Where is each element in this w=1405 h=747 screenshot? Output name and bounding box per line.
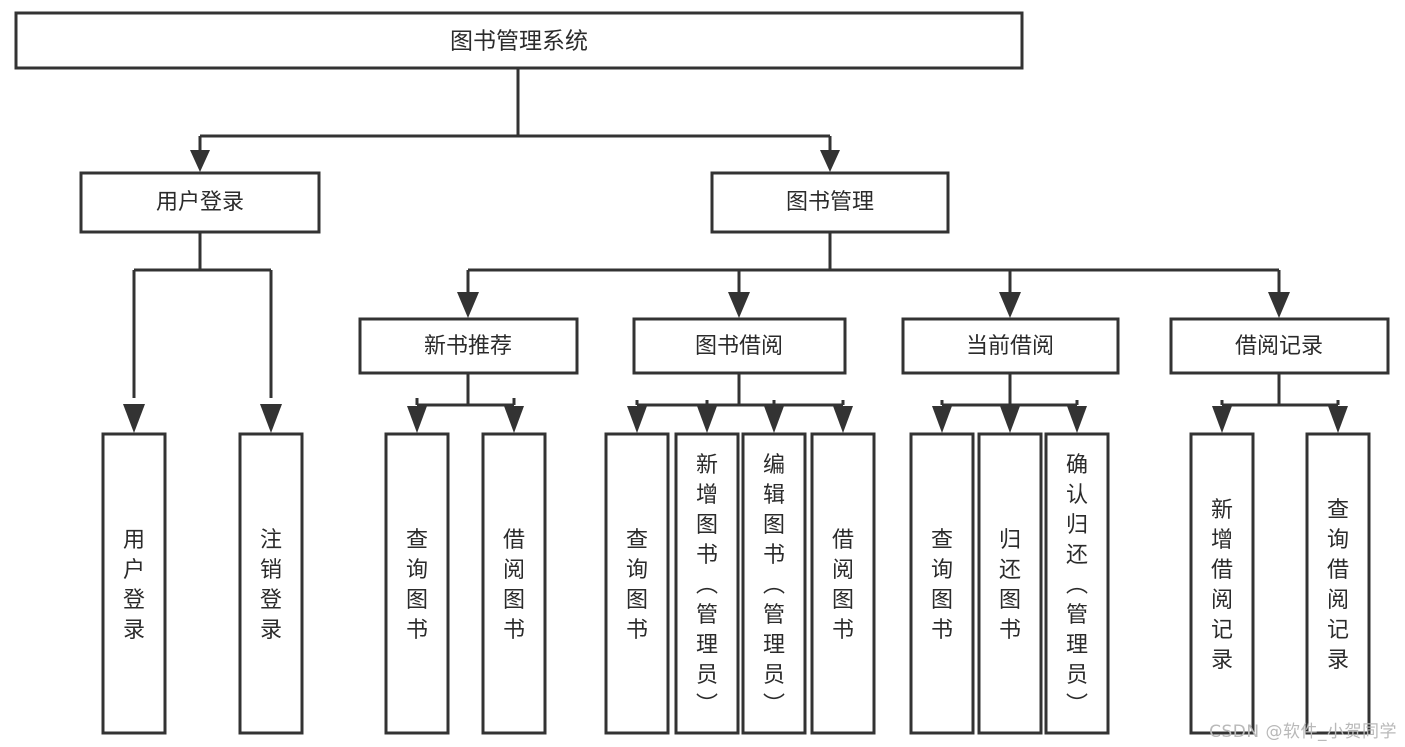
leaf-query-book-3-label: 查询图书 bbox=[931, 528, 953, 643]
leaf-add-record[interactable]: 新增借阅记录 bbox=[1189, 432, 1255, 735]
leaf-borrow-book-2[interactable]: 借阅图书 bbox=[810, 432, 876, 735]
arrow-to-leaf-user-login bbox=[123, 404, 145, 433]
node-book-manage-label: 图书管理 bbox=[786, 190, 874, 215]
node-user-login[interactable]: 用户登录 bbox=[79, 171, 321, 234]
leaf-query-book-2[interactable]: 查询图书 bbox=[604, 432, 670, 735]
leaf-logout-login-label: 注销登录 bbox=[260, 528, 282, 643]
leaf-return-book-label: 归还图书 bbox=[999, 528, 1021, 643]
leaf-query-book-2-label: 查询图书 bbox=[626, 528, 648, 643]
connector-user-login-bus bbox=[132, 232, 273, 398]
leaf-add-book[interactable]: 新增图书︵管理员︶ bbox=[674, 432, 740, 735]
connector-current-borrow-bus bbox=[940, 373, 1079, 407]
arrow-to-leaf-logout-login bbox=[260, 404, 282, 433]
connector-borrow-record-bus bbox=[1220, 373, 1340, 407]
connector-book-borrow-bus bbox=[635, 373, 845, 407]
arrow-to-borrow-record bbox=[1268, 292, 1290, 318]
connector-root-to-bus bbox=[198, 68, 832, 158]
arrow-to-leaf-query-book-2 bbox=[627, 406, 647, 433]
leaf-user-login-label: 用户登录 bbox=[123, 528, 145, 643]
leaf-borrow-book-2-label: 借阅图书 bbox=[832, 528, 854, 643]
arrow-to-leaf-borrow-book-2 bbox=[833, 406, 853, 433]
connector-book-manage-bus bbox=[466, 232, 1281, 296]
arrow-to-book-borrow bbox=[728, 292, 750, 318]
node-book-borrow-label: 图书借阅 bbox=[695, 334, 783, 359]
leaf-query-record-label: 查询借阅记录 bbox=[1327, 498, 1349, 673]
leaf-edit-book[interactable]: 编辑图书︵管理员︶ bbox=[741, 432, 807, 735]
node-borrow-record-label: 借阅记录 bbox=[1235, 334, 1323, 359]
arrow-to-book-manage bbox=[820, 150, 840, 172]
arrow-to-leaf-edit-book bbox=[764, 406, 784, 433]
leaf-confirm-return-label: 确认归还︵管理员︶ bbox=[1066, 453, 1088, 718]
leaf-query-book-1[interactable]: 查询图书 bbox=[384, 432, 450, 735]
connector-layer bbox=[123, 68, 1348, 433]
csdn-watermark: CSDN @软件_小贺同学 bbox=[1209, 722, 1397, 742]
node-new-book-recommend-label: 新书推荐 bbox=[424, 334, 512, 359]
arrow-to-leaf-borrow-book-1 bbox=[504, 406, 524, 433]
node-borrow-record[interactable]: 借阅记录 bbox=[1169, 317, 1390, 375]
arrow-to-user-login bbox=[190, 150, 210, 172]
arrow-to-leaf-add-record bbox=[1212, 406, 1232, 433]
leaf-add-record-label: 新增借阅记录 bbox=[1211, 498, 1233, 673]
node-new-book-recommend[interactable]: 新书推荐 bbox=[358, 317, 579, 375]
node-root[interactable]: 图书管理系统 bbox=[14, 11, 1024, 70]
arrow-to-new-book-recommend bbox=[457, 292, 479, 318]
arrow-to-leaf-query-book-1 bbox=[407, 406, 427, 433]
connector-new-book-recommend-bus bbox=[415, 373, 516, 407]
leaf-user-login[interactable]: 用户登录 bbox=[101, 432, 167, 735]
leaf-borrow-book-1-label: 借阅图书 bbox=[503, 528, 525, 643]
leaf-query-book-3[interactable]: 查询图书 bbox=[909, 432, 975, 735]
leaf-confirm-return[interactable]: 确认归还︵管理员︶ bbox=[1044, 432, 1110, 735]
leaf-query-record[interactable]: 查询借阅记录 bbox=[1305, 432, 1371, 735]
leaf-add-book-label: 新增图书︵管理员︶ bbox=[696, 453, 718, 718]
node-current-borrow[interactable]: 当前借阅 bbox=[901, 317, 1120, 375]
leaf-return-book[interactable]: 归还图书 bbox=[977, 432, 1043, 735]
arrow-to-current-borrow bbox=[999, 292, 1021, 318]
arrow-to-leaf-query-book-3 bbox=[932, 406, 952, 433]
arrow-to-leaf-add-book bbox=[697, 406, 717, 433]
node-root-label: 图书管理系统 bbox=[450, 29, 588, 55]
arrow-to-leaf-query-record bbox=[1328, 406, 1348, 433]
arrow-to-leaf-confirm-return bbox=[1067, 406, 1087, 433]
node-book-borrow[interactable]: 图书借阅 bbox=[632, 317, 847, 375]
node-book-manage[interactable]: 图书管理 bbox=[710, 171, 950, 234]
leaf-logout-login[interactable]: 注销登录 bbox=[238, 432, 304, 735]
leaf-edit-book-label: 编辑图书︵管理员︶ bbox=[763, 453, 785, 718]
leaf-query-book-1-label: 查询图书 bbox=[406, 528, 428, 643]
leaf-borrow-book-1[interactable]: 借阅图书 bbox=[481, 432, 547, 735]
node-user-login-label: 用户登录 bbox=[156, 190, 244, 215]
node-current-borrow-label: 当前借阅 bbox=[966, 334, 1054, 359]
arrow-to-leaf-return-book bbox=[1000, 406, 1020, 433]
